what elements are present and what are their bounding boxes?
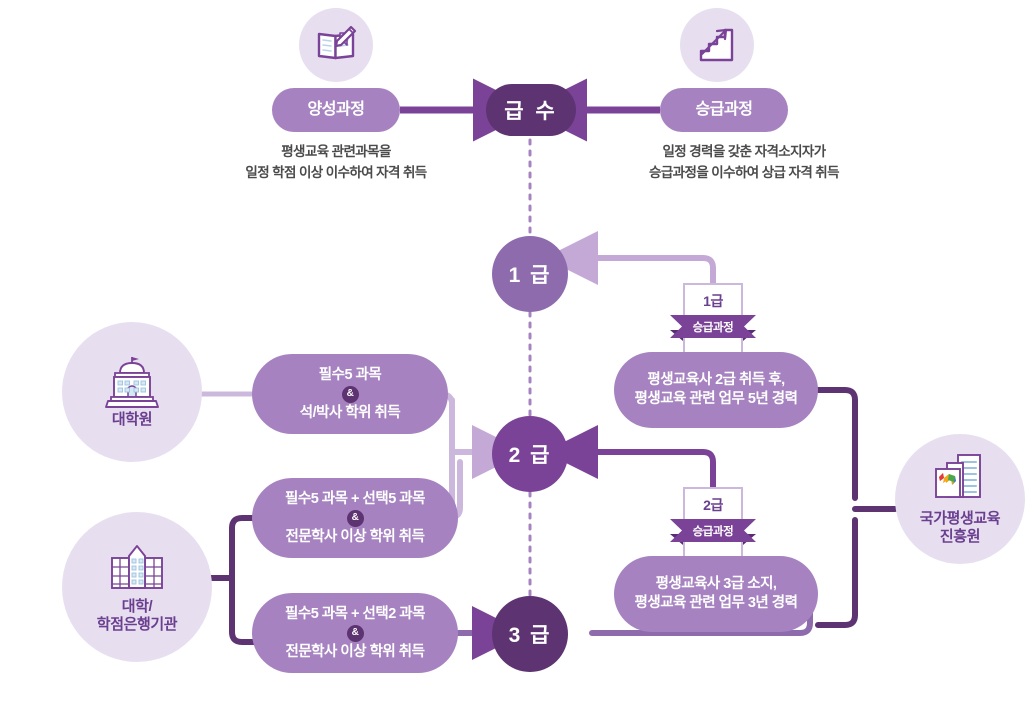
experience-pill-2-line2: 평생교육 관련 업무 3년 경력 bbox=[634, 595, 798, 611]
requirement-pill-3-amp: & bbox=[346, 624, 364, 642]
promotion-badge-1-ribbon: 승급과정 bbox=[670, 315, 756, 338]
book-pencil-icon-disc bbox=[299, 8, 373, 82]
grade-circle-1[interactable]: 1 급 bbox=[492, 236, 568, 312]
requirement-pill-1-amp: & bbox=[341, 385, 359, 403]
experience-pill-1[interactable]: 평생교육사 2급 취득 후, 평생교육 관련 업무 5년 경력 bbox=[614, 352, 818, 428]
pill-training-course[interactable]: 양성과정 bbox=[272, 88, 400, 132]
certificate-document-icon bbox=[935, 453, 981, 498]
experience-pill-2[interactable]: 평생교육사 3급 소지, 평생교육 관련 업무 3년 경력 bbox=[614, 556, 818, 632]
institution-nile[interactable]: 국가평생교육 진흥원 bbox=[895, 434, 1025, 564]
grade-circle-1-label: 1 급 bbox=[508, 264, 552, 287]
promotion-badge-1-ribbon-label: 승급과정 bbox=[692, 321, 734, 334]
grade-circle-3-label: 3 급 bbox=[508, 624, 552, 647]
promotion-badge-1: 1급 승급과정 bbox=[670, 283, 756, 375]
requirement-pill-1[interactable]: 필수5 과목 & 석/박사 학위 취득 bbox=[252, 354, 448, 434]
caption-promotion-course: 일정 경력을 갖춘 자격소지자가 승급과정을 이수하여 상급 자격 취득 bbox=[649, 144, 840, 180]
requirement-pill-3-line1: 필수5 과목 + 선택2 과목 bbox=[285, 605, 425, 622]
graduate-school-building-icon bbox=[105, 357, 159, 409]
grade-header-label: 급 수 bbox=[504, 100, 558, 123]
institution-university[interactable]: 대학/ 학점은행기관 bbox=[62, 512, 212, 662]
requirement-pill-2-amp: & bbox=[346, 509, 364, 527]
stairs-arrow-icon bbox=[699, 28, 734, 62]
promotion-badge-2-grade: 2급 bbox=[703, 497, 723, 513]
requirement-pill-1-line2: 석/박사 학위 취득 bbox=[299, 404, 401, 421]
requirement-pill-1-line1: 필수5 과목 bbox=[318, 366, 382, 383]
institution-university-label: 대학/ 학점은행기관 bbox=[96, 598, 178, 633]
book-pencil-icon bbox=[317, 25, 357, 60]
university-building-icon bbox=[111, 545, 163, 590]
pill-training-course-label: 양성과정 bbox=[307, 100, 365, 118]
grade-circle-2-label: 2 급 bbox=[508, 444, 552, 467]
promotion-badge-2-ribbon: 승급과정 bbox=[670, 519, 756, 542]
grade-circle-2[interactable]: 2 급 bbox=[492, 416, 568, 492]
experience-pill-1-line1: 평생교육사 2급 취득 후, bbox=[647, 372, 785, 389]
grade-header-pill: 급 수 bbox=[486, 84, 576, 136]
promotion-badge-2-ribbon-label: 승급과정 bbox=[692, 525, 734, 538]
caption-training-course: 평생교육 관련과목을 일정 학점 이상 이수하여 자격 취득 bbox=[245, 144, 427, 180]
requirement-pill-3[interactable]: 필수5 과목 + 선택2 과목 & 전문학사 이상 학위 취득 bbox=[252, 593, 458, 673]
requirement-pill-2-line2: 전문학사 이상 학위 취득 bbox=[285, 528, 426, 545]
requirement-pill-3-line2: 전문학사 이상 학위 취득 bbox=[285, 643, 426, 660]
grade-circle-3[interactable]: 3 급 bbox=[492, 596, 568, 672]
promotion-badge-1-grade: 1급 bbox=[703, 293, 723, 309]
institution-graduate-school[interactable]: 대학원 bbox=[62, 322, 202, 462]
requirement-pill-2-line1: 필수5 과목 + 선택5 과목 bbox=[285, 490, 425, 507]
institution-nile-label: 국가평생교육 진흥원 bbox=[919, 509, 1001, 545]
stairs-arrow-icon-disc bbox=[680, 8, 754, 82]
requirement-pill-2[interactable]: 필수5 과목 + 선택5 과목 & 전문학사 이상 학위 취득 bbox=[252, 478, 458, 558]
pill-promotion-course[interactable]: 승급과정 bbox=[660, 88, 788, 132]
institution-graduate-school-label: 대학원 bbox=[111, 411, 153, 429]
promotion-badge-2: 2급 승급과정 bbox=[670, 487, 756, 579]
pill-promotion-course-label: 승급과정 bbox=[695, 100, 753, 118]
experience-pill-2-line1: 평생교육사 3급 소지, bbox=[655, 576, 777, 593]
experience-pill-1-line2: 평생교육 관련 업무 5년 경력 bbox=[634, 391, 798, 407]
